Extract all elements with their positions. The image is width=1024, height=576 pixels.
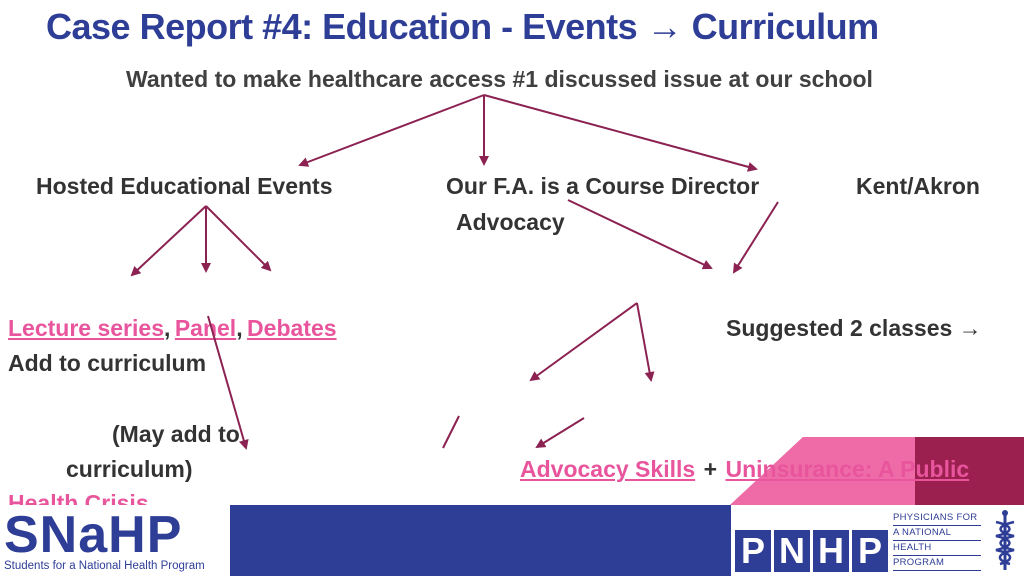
link-debates[interactable]: Debates: [247, 315, 337, 341]
link-panel[interactable]: Panel: [174, 315, 237, 341]
slide-subtitle: Wanted to make healthcare access #1 disc…: [126, 66, 873, 92]
classes-list: Advocacy Skills + Uninsurance: A Public: [520, 456, 969, 483]
pnhp-line-1: PHYSICIANS FOR: [893, 511, 981, 526]
pnhp-letter-p: P: [735, 530, 771, 572]
snahp-logo-box: [0, 505, 230, 576]
slide-title: Case Report #4: Education - Events → Cur…: [46, 6, 879, 47]
comma-2: ,: [236, 315, 243, 341]
arrow-to-advocacy-skills: [535, 417, 585, 449]
arrow-director-to-suggested: [567, 199, 713, 270]
pnhp-letter-p2: P: [852, 530, 888, 572]
link-lecture-series[interactable]: Lecture series: [8, 315, 164, 341]
arrow-to-kent: [483, 94, 758, 172]
node-kent-akron: Kent/Akron: [856, 173, 980, 199]
arrow-to-events: [298, 94, 485, 167]
arrow-stub: [442, 415, 460, 449]
plus-sign: +: [703, 456, 718, 482]
pnhp-name: PHYSICIANS FOR A NATIONAL HEALTH PROGRAM: [893, 511, 981, 571]
node-curriculum-paren: curriculum): [66, 456, 193, 482]
health-crisis-clip: Health Crisis: [8, 490, 149, 505]
pnhp-line-2: A NATIONAL: [893, 526, 981, 541]
arrow-center-left: [529, 302, 638, 382]
events-list: Lecture series, Panel, Debates: [8, 315, 337, 342]
snahp-logo: SNaHP: [4, 506, 183, 564]
link-health-crisis[interactable]: Health Crisis: [8, 490, 149, 505]
arrow-events-1: [130, 205, 207, 277]
node-course-director: Our F.A. is a Course Director: [446, 173, 760, 199]
snahp-name: Students for a National Health Program: [4, 560, 205, 572]
comma-1: ,: [163, 315, 171, 341]
pnhp-line-3: HEALTH: [893, 541, 981, 556]
node-advocacy: Advocacy: [456, 209, 565, 235]
node-may-add: (May add to: [112, 421, 240, 447]
node-educational-events: Hosted Educational Events: [36, 173, 333, 199]
pnhp-line-4: PROGRAM: [893, 556, 981, 571]
caduceus-icon: [995, 510, 1015, 570]
arrow-events-3: [205, 205, 272, 272]
pnhp-letter-h: H: [813, 530, 849, 572]
arrow-kent-to-suggested: [732, 201, 779, 274]
arrow-long-diagonal: [207, 315, 249, 450]
link-advocacy-skills[interactable]: Advocacy Skills: [520, 456, 696, 482]
link-uninsurance[interactable]: Uninsurance: A Public: [725, 456, 970, 482]
arrow-center-right: [636, 302, 655, 382]
node-add-to-curriculum: Add to curriculum: [8, 350, 207, 376]
pnhp-letter-n: N: [774, 530, 810, 572]
node-suggested-classes: Suggested 2 classes →: [726, 315, 982, 341]
